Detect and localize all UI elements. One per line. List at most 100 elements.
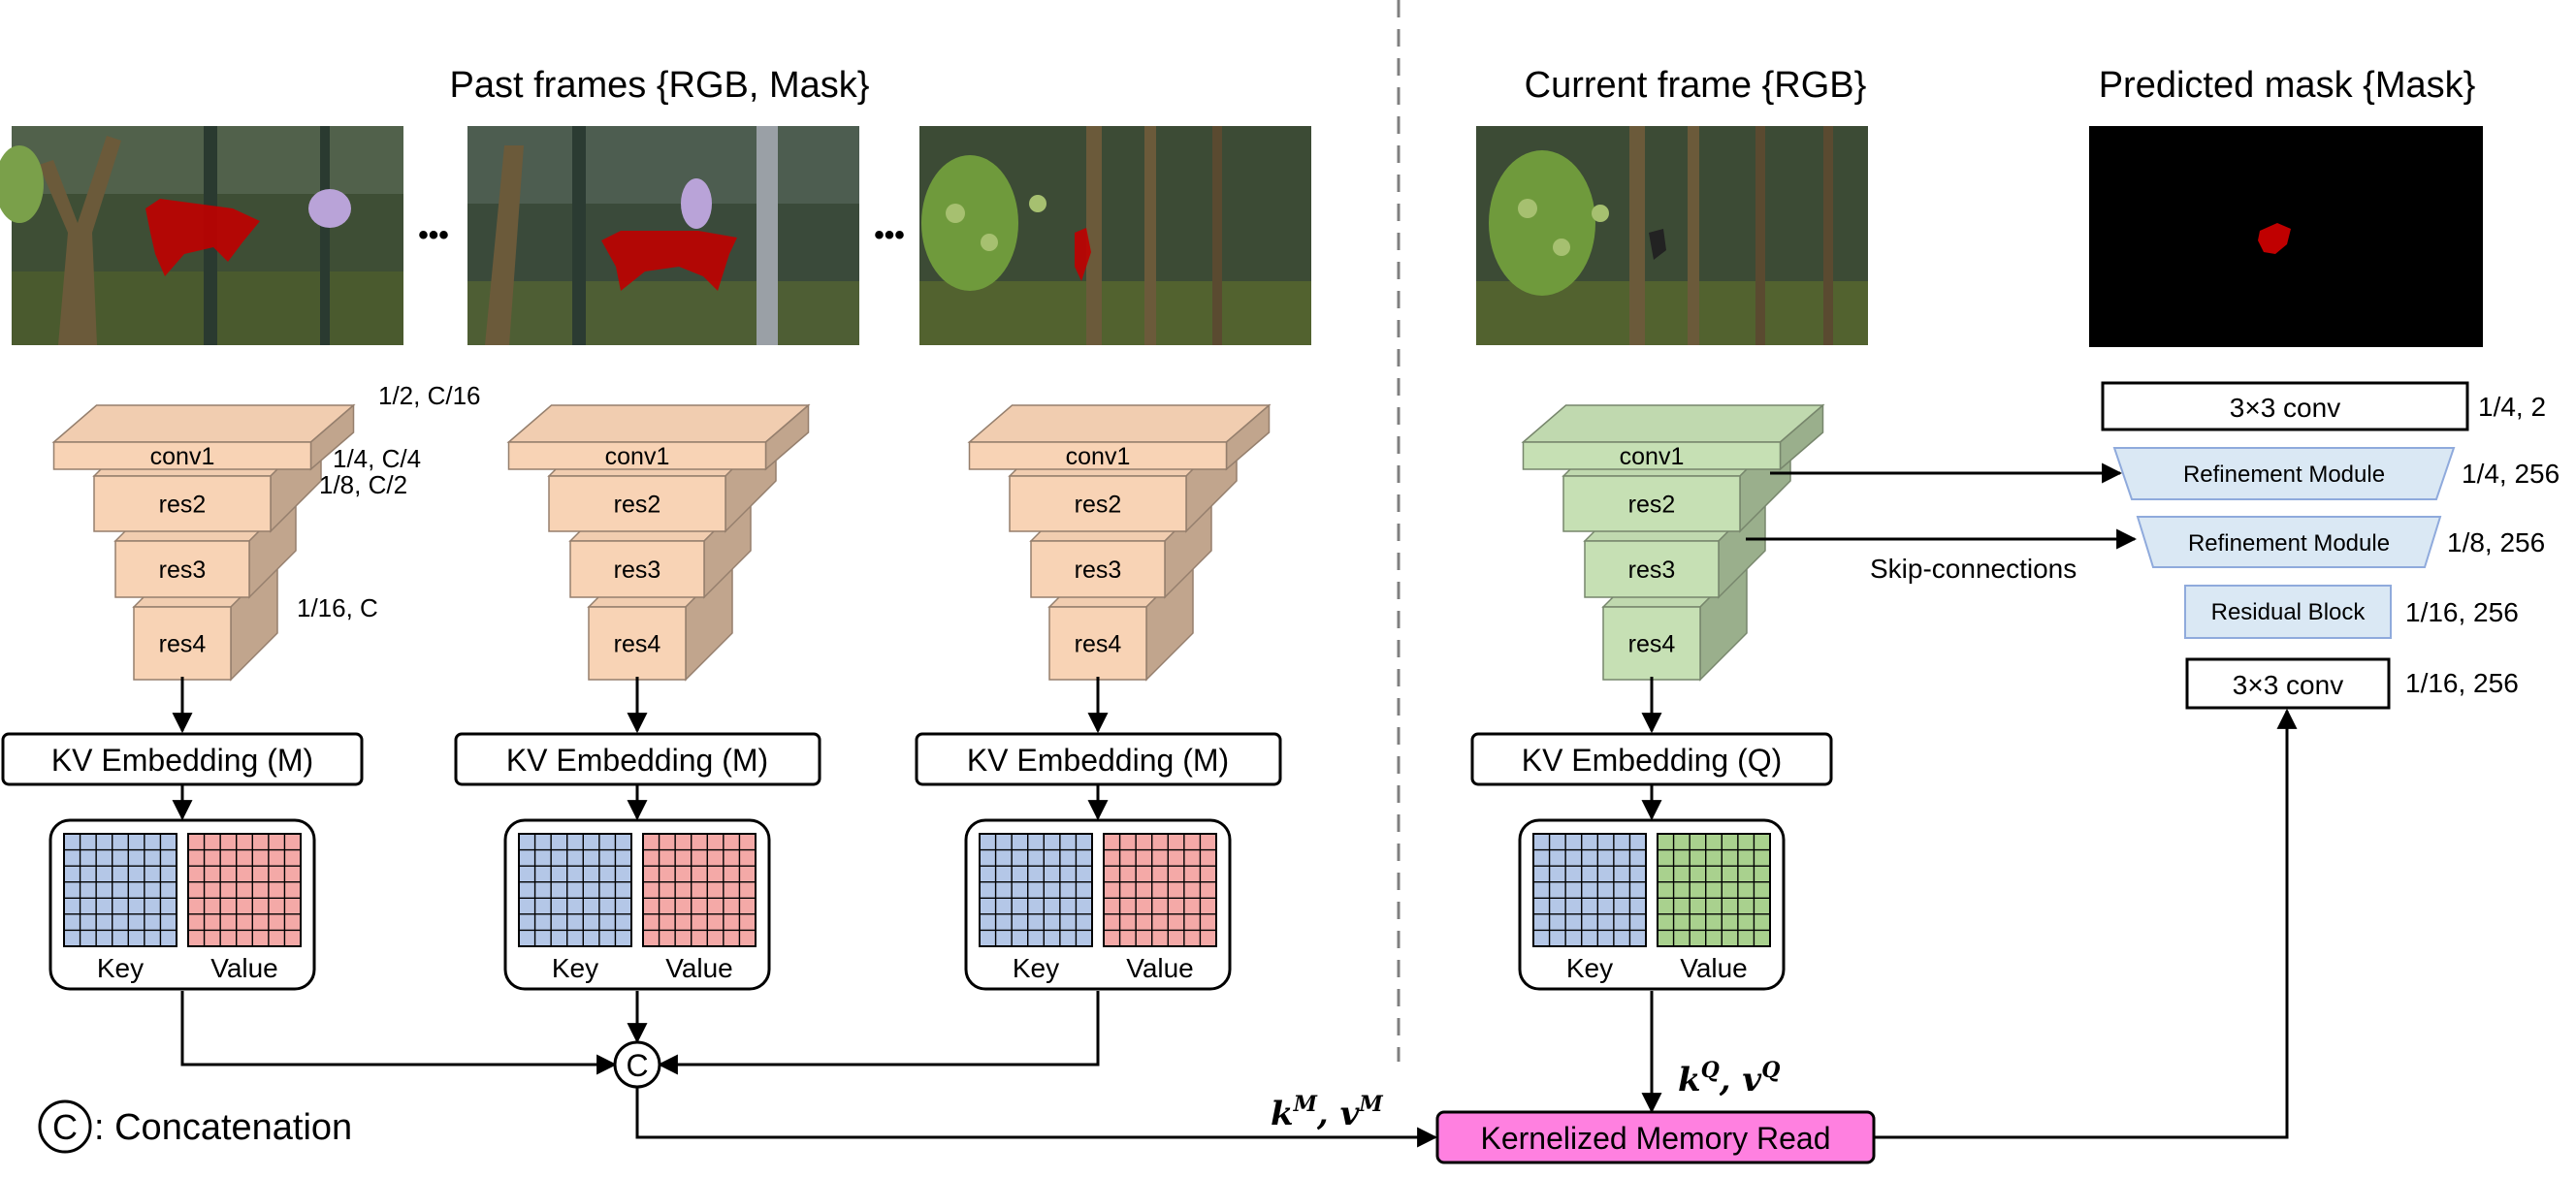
- ellipsis-2: •••: [874, 219, 905, 251]
- memory-2-value-grid: [642, 833, 757, 947]
- scale-label-conv1-out: 1/2, C/16: [378, 381, 481, 410]
- memory-encoder-3-res3-front: [1030, 540, 1166, 598]
- predicted-mask-image: [2089, 126, 2483, 347]
- concat-legend-text: : Concatenation: [94, 1107, 352, 1148]
- memory-1-key-label: Key: [97, 953, 144, 983]
- memory-encoder-2-conv1-label: conv1: [605, 443, 670, 470]
- decoder-final-conv-label: 3×3 conv: [2230, 393, 2340, 423]
- memory-encoder-2-res4-label: res4: [614, 631, 661, 658]
- memory-encoder-2-conv1-top: [506, 404, 811, 443]
- memory-encoder-1-conv1-top: [51, 404, 356, 443]
- scale-label-res4-out: 1/16, C: [297, 593, 378, 622]
- concat-node: C: [613, 1040, 661, 1089]
- query-value-grid-fill: [1657, 833, 1771, 947]
- past-frames-header: Past frames {RGB, Mask}: [450, 65, 870, 106]
- past-frame-1-image: [0, 126, 403, 345]
- memory-encoder-3-conv1-top: [967, 404, 1272, 443]
- memory-encoder-3-res4-front: [1048, 606, 1147, 681]
- query-encoder-res2-label: res2: [1628, 492, 1676, 519]
- memory-encoder-1-conv1-block: conv1: [51, 403, 356, 471]
- ellipsis-1: •••: [418, 219, 449, 251]
- predicted-mask-header: Predicted mask {Mask}: [2099, 65, 2476, 106]
- query-encoder-res2-front: [1562, 475, 1741, 532]
- memory-encoder-2-conv1-front: [507, 441, 767, 470]
- memory-3-key-label: Key: [1013, 953, 1059, 983]
- memory-encoder-3-conv1-block: conv1: [967, 403, 1272, 471]
- refinement-module-2-scale: 1/8, 256: [2447, 527, 2545, 557]
- memory-encoder-1-res4-label: res4: [159, 631, 207, 658]
- memory-encoder-1-conv1-label: conv1: [150, 443, 215, 470]
- memory-encoder-3-res3-label: res3: [1075, 557, 1122, 584]
- query-value-grid: [1657, 833, 1771, 947]
- decoder-input-conv-label: 3×3 conv: [2233, 670, 2343, 700]
- flow-arrows: [172, 462, 2298, 1148]
- query-key-grid: [1532, 833, 1647, 947]
- memory-encoder-2-res4-front: [588, 606, 687, 681]
- concat-node-symbol: C: [626, 1048, 648, 1083]
- encoders: res4res3res2conv1res4res3res2conv1res4re…: [51, 403, 1825, 682]
- refinement-module-1-scale: 1/4, 256: [2462, 459, 2560, 489]
- scale-label-res3-out: 1/8, C/2: [319, 470, 407, 499]
- memory-1-value-grid: [187, 833, 302, 947]
- memory-encoder-3-conv1-label: conv1: [1066, 443, 1131, 470]
- kv-embedding-memory-3-label: KV Embedding (M): [967, 743, 1229, 778]
- memory-3-value-label: Value: [1126, 953, 1194, 983]
- memory-1-key-grid-fill: [63, 833, 177, 947]
- memory-3-key-grid-fill: [979, 833, 1093, 947]
- skip-connections-label: Skip-connections: [1870, 554, 2077, 584]
- residual-block-scale: 1/16, 256: [2405, 597, 2519, 627]
- memory-encoder-2-res3-label: res3: [614, 557, 661, 584]
- memory-2-key-grid-fill: [518, 833, 632, 947]
- refinement-module-2-label: Refinement Module: [2188, 530, 2390, 557]
- kv-embedding-memory-2: KV Embedding (M): [454, 732, 821, 786]
- kv-embedding-query-label: KV Embedding (Q): [1522, 743, 1783, 778]
- scale-label-res2-out: 1/4, C/4: [333, 444, 421, 473]
- past-frame-2-image: [467, 126, 859, 345]
- current-frame-header: Current frame {RGB}: [1525, 65, 1867, 106]
- memory-encoder-3-res2-label: res2: [1075, 492, 1122, 519]
- kv-pair-memory-1: Key Value: [48, 818, 316, 991]
- concat-legend: C : Concatenation: [38, 1099, 352, 1154]
- query-encoder-conv1-block: conv1: [1521, 403, 1825, 471]
- kv-embedding-memory-1: KV Embedding (M): [1, 732, 364, 786]
- memory-1-value-label: Value: [210, 953, 278, 983]
- memory-encoder-2-res2-front: [548, 475, 726, 532]
- kv-embedding-query: KV Embedding (Q): [1470, 732, 1833, 786]
- decoder-final-conv-scale: 1/4, 2: [2478, 392, 2546, 422]
- query-encoder-conv1-top: [1521, 404, 1825, 443]
- query-encoder-res3-front: [1584, 540, 1720, 598]
- memory-2-key-grid: [518, 833, 632, 947]
- memory-encoder-1-res4-front: [133, 606, 232, 681]
- kv-embedding-memory-2-label: KV Embedding (M): [506, 743, 768, 778]
- memory-1-key-grid: [63, 833, 177, 947]
- memory-2-value-label: Value: [665, 953, 733, 983]
- query-value-label: Value: [1680, 953, 1748, 983]
- decoder-input-conv-scale: 1/16, 256: [2405, 668, 2519, 698]
- residual-block-label: Residual Block: [2211, 599, 2367, 625]
- memory-encoder-1-res2-front: [93, 475, 272, 532]
- refinement-module-2: [2136, 516, 2442, 568]
- kv-pair-memory-2: Key Value: [503, 818, 771, 991]
- memory-3-value-grid: [1103, 833, 1217, 947]
- query-encoder-res4-label: res4: [1628, 631, 1676, 658]
- current-frame-image: [1476, 126, 1868, 345]
- query-key-grid-fill: [1532, 833, 1647, 947]
- decoder-final-conv: [2101, 381, 2469, 431]
- query-encoder-res4-front: [1602, 606, 1701, 681]
- memory-3-key-grid: [979, 833, 1093, 947]
- memory-2-value-grid-fill: [642, 833, 757, 947]
- past-frame-3-image: [919, 126, 1311, 345]
- residual-block: [2184, 585, 2392, 639]
- decoder: 3×3 conv 1/4, 2 Refinement Module 1/4, 2…: [2101, 381, 2560, 710]
- memory-kv-label: kM, vM: [1271, 1092, 1383, 1133]
- kernelized-memory-read-label: Kernelized Memory Read: [1480, 1121, 1830, 1156]
- kv-embedding-memory-3: KV Embedding (M): [915, 732, 1282, 786]
- memory-2-key-label: Key: [552, 953, 598, 983]
- memory-encoder-2-res3-front: [569, 540, 705, 598]
